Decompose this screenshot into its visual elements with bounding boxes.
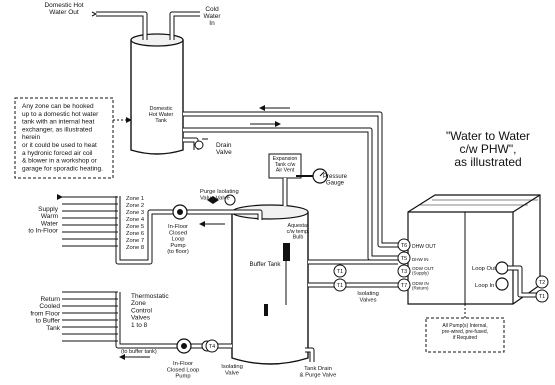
aquastat-bulb (283, 243, 290, 261)
zone-lines (57, 194, 118, 342)
dhw-out-pipe (91, 11, 148, 40)
tag-t3 (397, 264, 411, 278)
tag-t2 (535, 275, 549, 289)
loop-connectors (495, 261, 545, 298)
in-floor-pump-top (172, 194, 236, 227)
label-loop-out: Loop Out (472, 266, 496, 272)
tag-t5 (397, 251, 411, 265)
tag-t6 (397, 238, 411, 252)
tag-label-9: T4 (209, 344, 215, 350)
tag-label-5: T7 (401, 283, 407, 289)
tank-drain (305, 347, 315, 362)
note-box (14, 97, 114, 179)
cold-in-pipe (169, 11, 200, 40)
tag-t7 (397, 278, 411, 292)
label-to-buffer: (to buffer tank) (121, 349, 157, 355)
buffer-to-unit-pipes (308, 259, 398, 288)
expansion-tank (268, 153, 302, 206)
tag-t1b (333, 278, 347, 292)
tag-label-3: T3 (401, 269, 407, 275)
return-manifold (115, 292, 232, 349)
tag-t4 (205, 339, 219, 353)
drain-valve (183, 137, 208, 150)
pump-note-box (425, 317, 505, 353)
tag-t1a (333, 264, 347, 278)
label-unit-port-odwin: ODW IN(Return) (412, 281, 429, 291)
buffer-tank (231, 204, 309, 365)
tag-label-7: T2 (539, 280, 545, 286)
tag-label-8: T1 (539, 294, 545, 300)
label-loop-in: Loop In (475, 283, 494, 289)
dhw-loop-pipes (183, 105, 398, 261)
tag-label-4: T1 (337, 269, 343, 275)
domestic-hot-water-tank (130, 33, 184, 155)
label-buffer-tank: Buffer Tank (249, 261, 281, 268)
label-pump-note: All Pump(s) Internal,pre-wired, pre-fuse… (442, 323, 488, 341)
tag-label-2: T5 (401, 256, 407, 262)
label-unit-port-odwout: ODW OUT(Supply) (412, 266, 434, 276)
pressure-gauge (296, 168, 328, 184)
tag-label-6: T1 (337, 283, 343, 289)
label-tank-drain: Tank Drain& Purge Valve (300, 366, 337, 378)
label-unit-port-dhwin: DHW IN (412, 257, 429, 262)
label-unit-ports: DHW OUT (412, 244, 436, 250)
tag-label-1: T6 (401, 243, 407, 249)
tag-t1c (535, 289, 549, 303)
